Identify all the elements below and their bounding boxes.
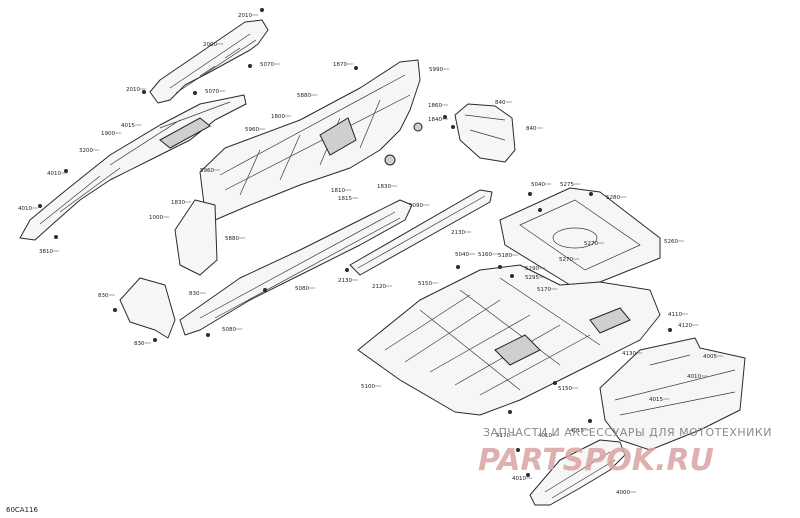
callout-label: 5160 <box>478 252 492 258</box>
fasteners <box>38 8 672 477</box>
callout-label: 4015 <box>121 123 135 129</box>
callout-label: 1840 <box>428 117 442 123</box>
watermark-tagline: ЗАПЧАСТИ И АКСЕССУАРЫ ДЛЯ МОТОТЕХНИКИ <box>483 426 772 439</box>
callout-label: 1860 <box>428 103 442 109</box>
callout-label: 4005 <box>703 354 717 360</box>
callout-label: 5150 <box>558 386 572 392</box>
callout-label: 1900 <box>101 131 115 137</box>
callout-label: 5080 <box>295 286 309 292</box>
callout-label: 4130 <box>622 351 636 357</box>
callout-label: 1830 <box>377 184 391 190</box>
callout-label: 5295 <box>525 275 539 281</box>
callout-label: 5040 <box>455 252 469 258</box>
callout-label: 4015 <box>570 428 584 434</box>
callout-label: 1870 <box>333 62 347 68</box>
callout-label: 5880 <box>225 236 239 242</box>
callout-label: 1810 <box>331 188 345 194</box>
callout-label: 840 <box>495 100 506 106</box>
callout-label: 5880 <box>297 93 311 99</box>
callout-label: 4010 <box>512 476 526 482</box>
callout-label: 830 <box>134 341 145 347</box>
callout-label: 1000 <box>149 215 163 221</box>
part-lower-rocker <box>529 439 626 506</box>
callout-label: 5070 <box>205 89 219 95</box>
part-right-rocker <box>599 337 746 451</box>
callout-label: 2010 <box>238 13 252 19</box>
callout-label: 830 <box>98 293 109 299</box>
callout-label: 4010 <box>18 206 32 212</box>
callout-label: 5040 <box>531 182 545 188</box>
callout-layer: 2010 2000 5070 2010 5070 4015 1900 3200 4010 4010… <box>18 13 724 496</box>
callout-label: 2010 <box>126 87 140 93</box>
callout-label: 5170 <box>496 433 510 439</box>
callout-label: 5180 <box>498 253 512 259</box>
callout-label: 4010 <box>538 433 552 439</box>
callout-label: 4120 <box>678 323 692 329</box>
callout-label: 5170 <box>537 287 551 293</box>
callout-label: 3200 <box>79 148 93 154</box>
part-lower-rail <box>179 199 413 336</box>
callout-label: 3810 <box>39 249 53 255</box>
callout-label: 5260 <box>664 239 678 245</box>
callout-label: 5150 <box>418 281 432 287</box>
callout-label: 4010 <box>47 171 61 177</box>
callout-label: 5070 <box>260 62 274 68</box>
callout-label: 2130 <box>451 230 465 236</box>
callout-label: 5270 <box>559 257 573 263</box>
callout-label: 2130 <box>338 278 352 284</box>
parts-layer <box>19 19 746 506</box>
callout-label: 5990 <box>429 67 443 73</box>
callout-label: 5270 <box>584 241 598 247</box>
part-left-post <box>174 199 218 276</box>
part-right-tray <box>499 187 661 286</box>
callout-label: 1815 <box>338 196 352 202</box>
callout-label: 830 <box>189 291 200 297</box>
callout-label: 5960 <box>245 127 259 133</box>
callout-label: 5080 <box>222 327 236 333</box>
callout-label: 4015 <box>649 397 663 403</box>
callout-label: 1830 <box>171 200 185 206</box>
callout-label: 2120 <box>372 284 386 290</box>
watermark-logo: PARTSPOK.RU <box>478 443 714 478</box>
callout-label: 5290 <box>525 266 539 272</box>
callout-label: 840 <box>526 126 537 132</box>
part-right-bracket <box>454 103 516 163</box>
callout-label: 1800 <box>271 114 285 120</box>
callout-label: 5090 <box>409 203 423 209</box>
callout-label: 4000 <box>616 490 630 496</box>
callout-label: 5100 <box>361 384 375 390</box>
part-left-gusset <box>119 277 176 339</box>
callout-label: 5275 <box>560 182 574 188</box>
callout-label: 4110 <box>668 312 682 318</box>
reference-code: 60CA116 <box>6 506 38 514</box>
callout-label: 5960 <box>200 168 214 174</box>
callout-label: 5280 <box>606 195 620 201</box>
part-central-bulkhead <box>199 59 421 221</box>
callout-label: 4010 <box>687 374 701 380</box>
callout-label: 2000 <box>203 42 217 48</box>
